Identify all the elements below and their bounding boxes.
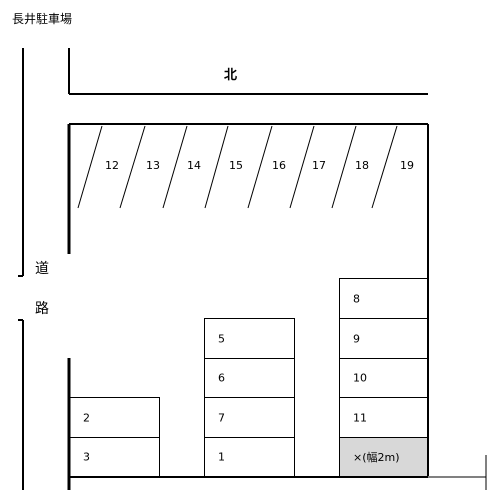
space-number: 8 xyxy=(353,292,360,305)
parking-space-1: 1 xyxy=(204,437,295,477)
slant-divider xyxy=(289,125,315,209)
space-number: 5 xyxy=(218,332,225,345)
parking-space-7: 7 xyxy=(204,397,295,438)
parking-space-10: 10 xyxy=(339,358,428,398)
space-number: ×(幅2m) xyxy=(353,451,400,464)
slant-divider xyxy=(162,125,188,209)
slant-divider xyxy=(119,125,146,209)
parking-space-5: 5 xyxy=(204,318,295,359)
space-number: 3 xyxy=(83,450,90,464)
space-number: 1 xyxy=(218,450,225,464)
space-number: 6 xyxy=(218,371,225,385)
parking-space-x-narrow: ×(幅2m) xyxy=(339,437,428,477)
parking-space-2: 2 xyxy=(69,397,160,438)
parking-space-9: 9 xyxy=(339,318,428,359)
slant-divider xyxy=(204,125,229,209)
space-number: 2 xyxy=(83,411,90,424)
space-14-label: 14 xyxy=(187,159,201,172)
space-13-label: 13 xyxy=(146,159,160,172)
road-label-char-2: 路 xyxy=(35,301,49,317)
space-16-label: 16 xyxy=(272,159,286,172)
slant-divider xyxy=(331,125,357,209)
slant-divider xyxy=(371,125,398,209)
space-12-label: 12 xyxy=(105,159,119,172)
page-title: 長井駐車場 xyxy=(12,12,73,26)
parking-space-3: 3 xyxy=(69,437,160,477)
parking-space-6: 6 xyxy=(204,358,295,398)
space-18-label: 18 xyxy=(355,159,369,172)
north-label: 北 xyxy=(224,68,238,83)
space-number: 10 xyxy=(353,371,367,385)
parking-space-8: 8 xyxy=(339,278,428,319)
slant-divider xyxy=(247,125,273,209)
space-17-label: 17 xyxy=(312,159,326,172)
road-label-char-1: 道 xyxy=(35,261,49,277)
space-number: 7 xyxy=(218,411,225,424)
parking-space-11: 11 xyxy=(339,397,428,438)
space-15-label: 15 xyxy=(229,159,243,172)
space-19-label: 19 xyxy=(400,159,414,172)
space-number: 11 xyxy=(353,411,367,424)
space-number: 9 xyxy=(353,332,360,345)
slant-divider xyxy=(77,125,103,209)
